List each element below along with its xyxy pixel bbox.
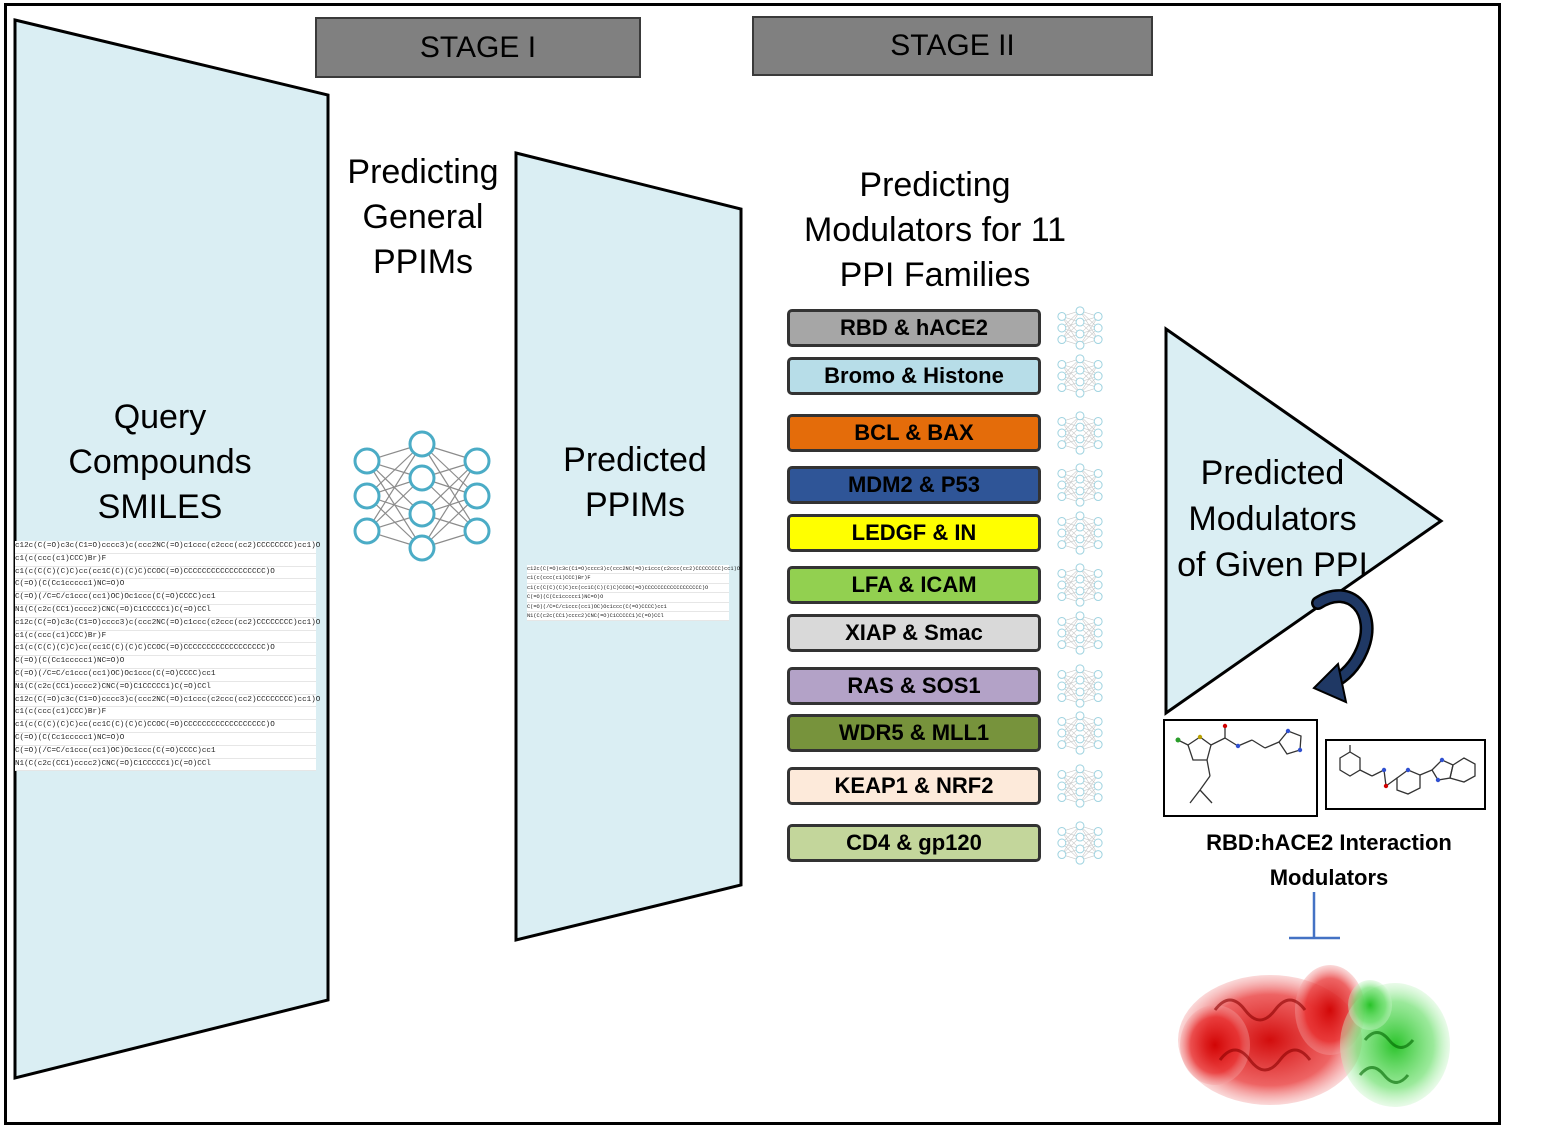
molecule-1-box <box>1163 719 1318 817</box>
smiles-row: N1(C(c2c(CC1)cccc2)CNC(=O)C1CCCCC1)C(=O)… <box>527 612 729 622</box>
label-line: PPI Families <box>839 256 1031 294</box>
label-line: Compounds <box>68 443 252 481</box>
families-heading: Predicting Modulators for 11 PPI Familie… <box>770 163 1100 298</box>
family-box: Bromo & Histone <box>787 357 1041 395</box>
molecule-1-structure-icon <box>1175 723 1303 804</box>
protein-complex-image <box>1178 965 1450 1107</box>
smiles-row: c12c(C(=O)c3c(C1=O)cccc3)c(ccc2NC(=O)c1c… <box>15 695 320 708</box>
rbd-hace2-caption: RBD:hACE2 Interaction Modulators <box>1188 825 1470 895</box>
label-line: PPIMs <box>584 486 686 524</box>
predicted-smiles-table: c12c(C(=O)c3c(C1=O)cccc3)c(ccc2NC(=O)c1c… <box>527 565 740 622</box>
smiles-row: c1(c(ccc(c1)CCC)Br)F <box>15 554 316 567</box>
family-box: LEDGF & IN <box>787 514 1041 552</box>
smiles-row: c12c(C(=O)c3c(C1=O)cccc3)c(ccc2NC(=O)c1c… <box>15 541 320 554</box>
smiles-row: C(=O)(/C=C/c1ccc(cc1)OC)Oc1ccc(C(=O)CCCC… <box>527 603 729 613</box>
given-ppi-label: Predicted Modulators of Given PPI <box>1170 450 1375 588</box>
general-ppims-label: Predicting General PPIMs <box>330 150 516 285</box>
stage-2-header: STAGE II <box>752 16 1153 76</box>
label-line: Modulators for 11 <box>803 211 1067 249</box>
smiles-row: c1(c(C(C)(C)C)cc(cc1C(C)(C)C)CCOC(=O)CCC… <box>15 720 316 733</box>
predicted-ppims-label: Predicted PPIMs <box>550 438 720 528</box>
stage-1-header: STAGE I <box>315 17 641 78</box>
query-compounds-label: Query Compounds SMILES <box>40 395 280 530</box>
label-line: Modulators <box>1269 865 1389 890</box>
label-line: Predicting <box>859 166 1011 204</box>
label-line: Predicted <box>563 441 707 479</box>
smiles-row: c1(c(ccc(c1)CCC)Br)F <box>15 707 316 721</box>
family-box: LFA & ICAM <box>787 566 1041 604</box>
label-line: General <box>362 198 484 236</box>
given-ppi-triangle <box>1164 326 1444 716</box>
smiles-row: c1(c(C(C)(C)C)cc(cc1C(C)(C)C)CCOC(=O)CCC… <box>527 584 729 594</box>
inhibition-bar-icon <box>1289 892 1340 940</box>
smiles-row: C(=O)(C(Cc1ccccc1)NC=O)O <box>15 656 316 669</box>
family-box: BCL & BAX <box>787 414 1041 452</box>
label-line: PPIMs <box>372 243 474 281</box>
label-line: SMILES <box>97 488 223 526</box>
smiles-row: C(=O)(/C=C/c1ccc(cc1)OC)Oc1ccc(C(=O)CCCC… <box>15 746 316 759</box>
family-box: KEAP1 & NRF2 <box>787 767 1041 805</box>
stage-2-label: STAGE II <box>890 29 1015 62</box>
smiles-row: c1(c(ccc(c1)CCC)Br)F <box>15 631 316 644</box>
label-line: Predicting <box>347 153 499 191</box>
stage-1-label: STAGE I <box>419 30 537 64</box>
family-box: MDM2 & P53 <box>787 466 1041 504</box>
smiles-row: c1(c(C(C)(C)C)cc(cc1C(C)(C)C)CCOC(=O)CCC… <box>15 643 316 657</box>
label-line: Query <box>113 398 207 436</box>
smiles-row: C(=O)(/C=C/c1ccc(cc1)OC)Oc1ccc(C(=O)CCCC… <box>15 592 316 605</box>
smiles-row: C(=O)(C(Cc1ccccc1)NC=O)O <box>527 593 729 603</box>
smiles-row: C(=O)(/C=C/c1ccc(cc1)OC)Oc1ccc(C(=O)CCCC… <box>15 669 316 682</box>
predicted-ppims-panel <box>514 151 743 942</box>
label-line: Predicted <box>1200 454 1345 492</box>
smiles-row: N1(C(c2c(CC1)cccc2)CNC(=O)C1CCCCC1)C(=O)… <box>15 605 316 618</box>
smiles-row: c12c(C(=O)c3c(C1=O)cccc3)c(ccc2NC(=O)c1c… <box>527 565 740 575</box>
smiles-row: c1(c(ccc(c1)CCC)Br)F <box>527 574 729 584</box>
smiles-row: C(=O)(C(Cc1ccccc1)NC=O)O <box>15 579 316 593</box>
molecule-2-structure-icon <box>1339 745 1476 795</box>
family-box: RAS & SOS1 <box>787 667 1041 705</box>
label-line: of Given PPI <box>1177 546 1368 584</box>
label-line: Modulators <box>1188 500 1357 538</box>
smiles-row: c1(c(C(C)(C)C)cc(cc1C(C)(C)C)CCOC(=O)CCC… <box>15 567 316 580</box>
figure-frame <box>4 3 1501 1125</box>
family-box: RBD & hACE2 <box>787 309 1041 347</box>
family-box: CD4 & gp120 <box>787 824 1041 862</box>
smiles-row: N1(C(c2c(CC1)cccc2)CNC(=O)C1CCCCC1)C(=O)… <box>15 682 316 695</box>
family-box: WDR5 & MLL1 <box>787 714 1041 752</box>
smiles-row: N1(C(c2c(CC1)cccc2)CNC(=O)C1CCCCC1)C(=O)… <box>15 759 316 772</box>
smiles-row: c12c(C(=O)c3c(C1=O)cccc3)c(ccc2NC(=O)c1c… <box>15 618 320 631</box>
curved-arrow-icon <box>1311 589 1374 704</box>
label-line: RBD:hACE2 Interaction <box>1206 830 1452 855</box>
family-box: XIAP & Smac <box>787 614 1041 652</box>
smiles-row: C(=O)(C(Cc1ccccc1)NC=O)O <box>15 733 316 746</box>
query-smiles-table: c12c(C(=O)c3c(C1=O)cccc3)c(ccc2NC(=O)c1c… <box>15 541 320 772</box>
